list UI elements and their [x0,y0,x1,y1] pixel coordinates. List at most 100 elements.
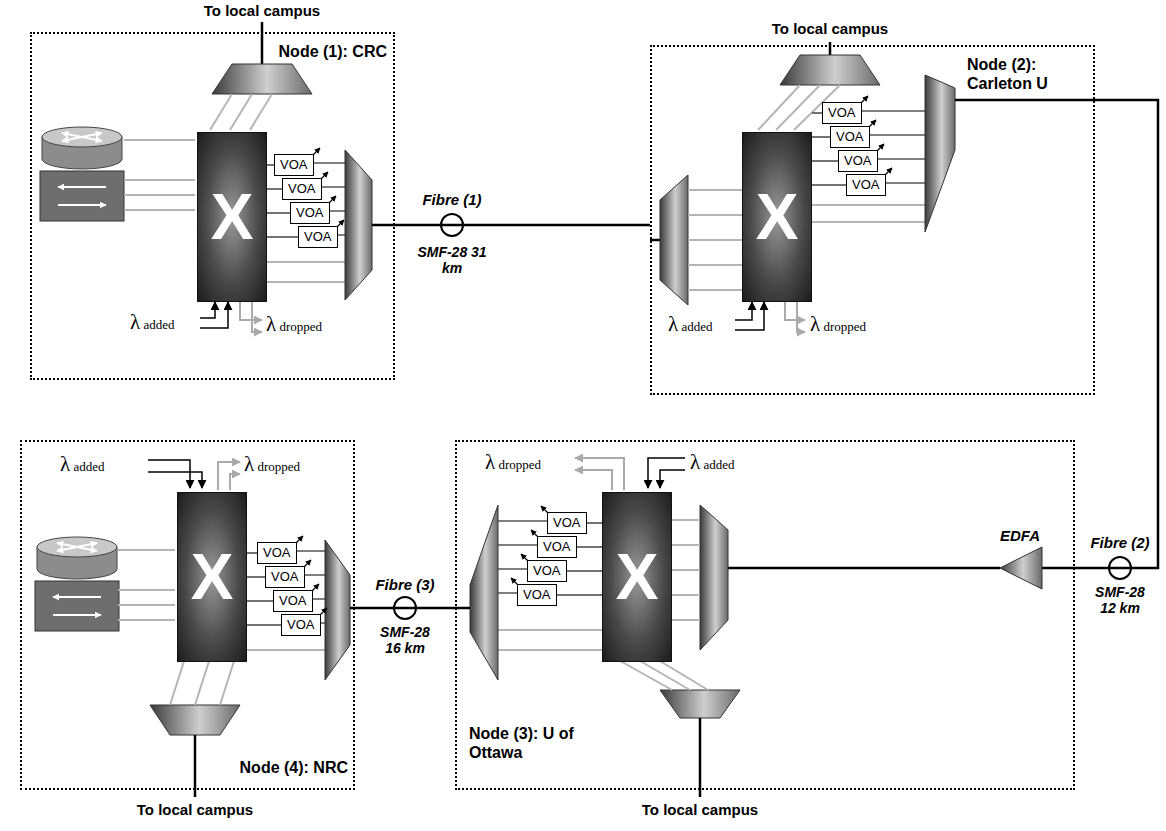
router-top [37,537,117,557]
crossconnect-box: X [197,132,267,302]
wavelength-path [247,624,281,626]
voa-label: VOA [279,591,307,611]
wire [688,264,742,266]
node-box: Node (2): Carleton UXVOAVOAVOAVOA [650,45,1095,395]
voa-box: VOA [282,178,322,200]
wavelength-path [267,164,274,166]
wire [124,139,195,141]
wire [240,649,325,651]
mux-symbol [345,150,372,300]
voa-box: VOA [274,154,314,176]
add-arrow [648,458,685,488]
voa-box: VOA [537,536,577,558]
wire [688,214,742,216]
wire [498,629,605,631]
wire [118,604,175,606]
dropped-label: λ dropped [266,312,322,337]
campus-label: To local campus [137,801,253,819]
voa-label: VOA [543,537,571,557]
node-heading: Node (3): U of Ottawa [469,724,589,762]
wavelength-path [247,600,273,602]
voa-label: VOA [836,127,864,147]
voa-box: VOA [822,102,862,124]
wire [688,189,742,191]
campus-fibre [261,22,264,64]
voa-label: VOA [280,155,308,175]
wire [220,658,235,705]
node-heading: Node (1): CRC [252,42,387,61]
wavelength-path [812,112,822,114]
drop-arrow [575,470,612,490]
voa-box: VOA [517,584,557,606]
fibre-label: Fibre (3) [375,576,434,594]
demux-symbol [660,175,688,305]
edfa-symbol [1000,547,1042,589]
drop-arrow [785,300,805,320]
voa-box: VOA [265,566,305,588]
wire [260,261,345,263]
demux-symbol [660,690,740,718]
wavelength-path [247,552,257,554]
wavelength-path [587,522,602,524]
voa-label: VOA [852,175,880,195]
wavelength-path [247,576,265,578]
voa-box: VOA [281,614,321,636]
switch-arrow [58,186,106,188]
campus-fibre [829,42,832,55]
node-box: Node (4): NRCXVOAVOAVOAVOA [20,440,355,790]
fibre [455,607,470,610]
demux-symbol [780,55,880,85]
wavelength-path [267,212,290,214]
wire [118,619,175,621]
router-icon [35,537,119,631]
wavelength-path [812,184,846,186]
fibre-label: Fibre (1) [422,191,481,209]
drop-arrow [230,474,240,490]
crossconnect-mark: X [211,185,254,249]
wire [668,544,700,546]
node-box: Node (1): CRC X VOA VOA VOA VOA [30,32,395,380]
crossconnect-box: X [602,492,672,662]
voa-label: VOA [844,151,872,171]
drop-arrow [218,462,240,490]
voa-label: VOA [288,179,316,199]
fibre-spec: SMF-28 31 km [417,244,487,276]
wire [195,658,210,705]
fibre-link [355,607,455,610]
voa-box: VOA [846,174,886,196]
wire [805,221,925,223]
campus-label: To local campus [772,20,888,38]
voa-box: VOA [290,202,330,224]
node-box: Node (3): U of OttawaXVOAVOAVOAVOA [455,440,1075,790]
fibre [372,224,395,227]
fibre-link [1075,100,1158,568]
voa-label: VOA [263,543,291,563]
add-arrow [735,302,752,320]
dropped-label: λ dropped [485,450,541,475]
wire [688,239,742,241]
voa-label: VOA [287,615,315,635]
wire [170,658,185,705]
demux-symbol [212,64,312,94]
wire [655,658,708,690]
voa-label: VOA [304,227,332,247]
voa-box: VOA [257,542,297,564]
switch-arrow [53,596,101,598]
campus-label: To local campus [204,2,320,20]
voa-label: VOA [523,585,551,605]
node-heading: Node (2): Carleton U [967,55,1087,93]
added-label: λ added [668,312,712,337]
wire [118,589,175,591]
voa-box: VOA [527,560,567,582]
wire [260,281,345,283]
node-heading: Node (4): NRC [213,758,348,777]
campus-label: To local campus [642,801,758,819]
wire [124,179,195,181]
router-arrow [57,543,97,551]
switch-box [40,171,124,221]
campus-fibre [194,735,197,797]
add-arrow [200,302,215,318]
